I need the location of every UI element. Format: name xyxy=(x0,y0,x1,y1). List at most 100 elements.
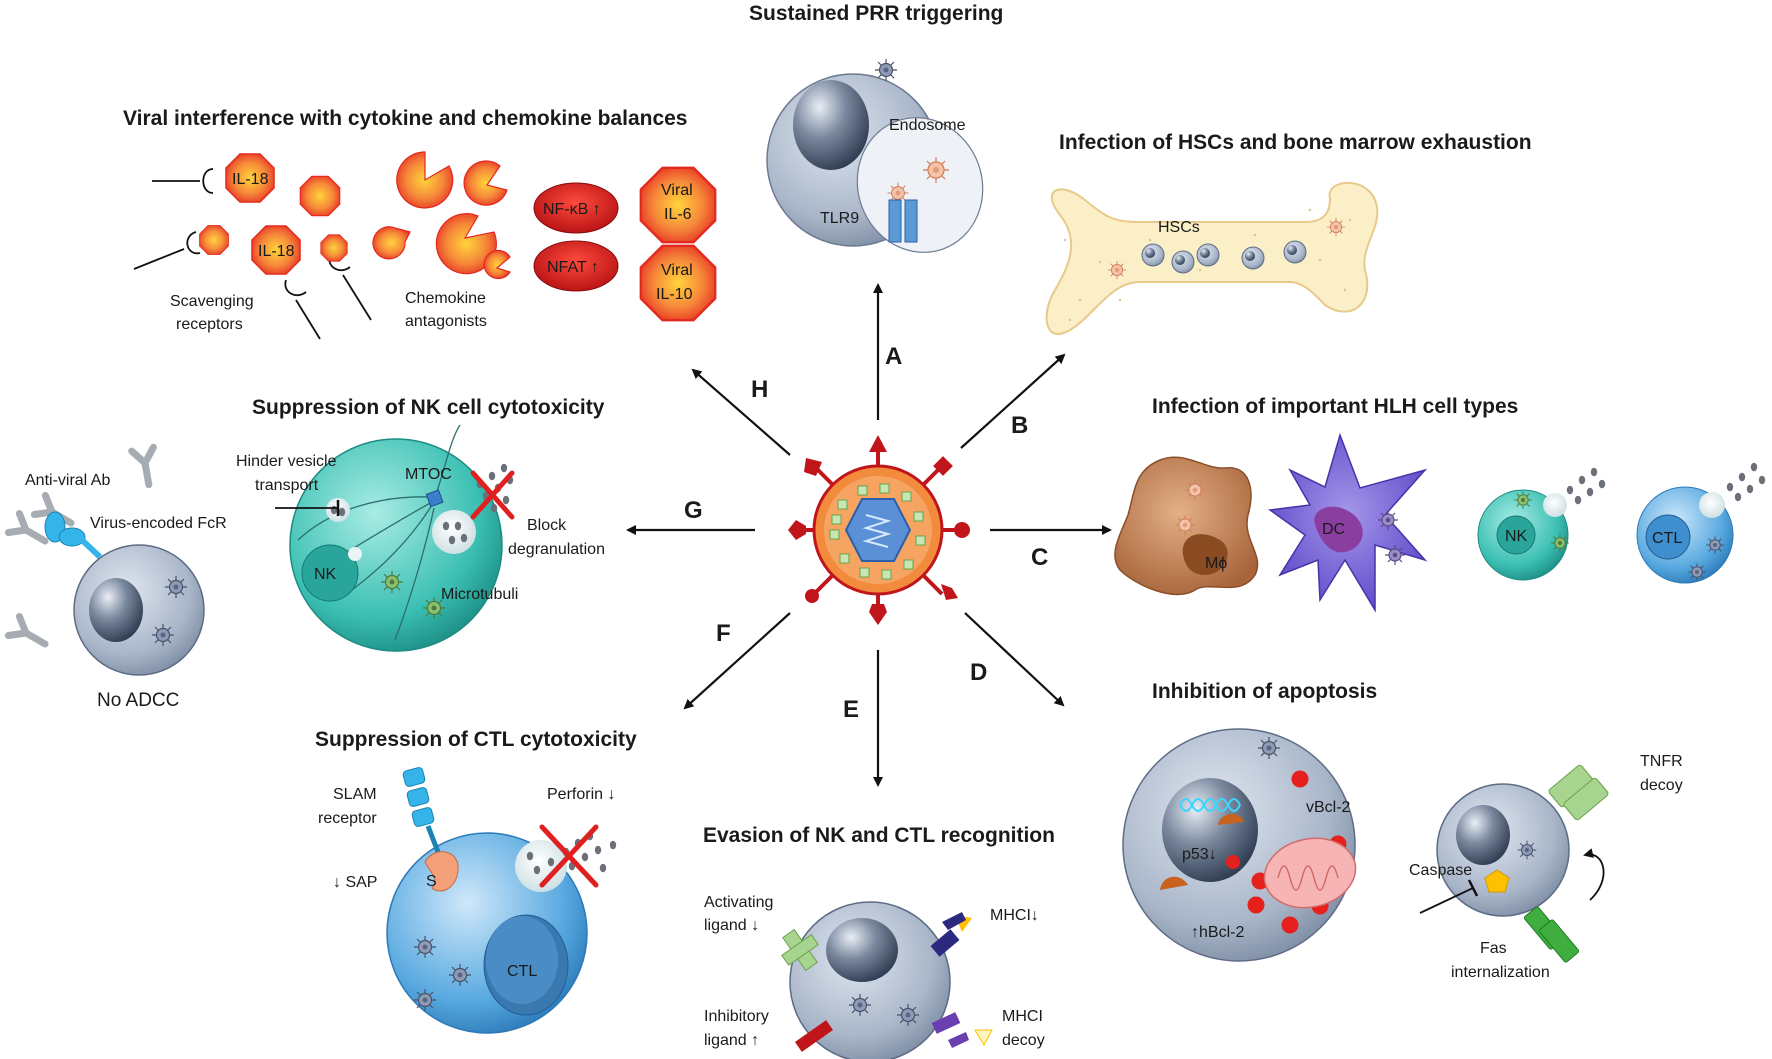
block-label: Block xyxy=(527,517,567,534)
fas-label: Fas xyxy=(1480,940,1507,957)
inhibitory-label: Inhibitory xyxy=(704,1008,769,1025)
sap-icon xyxy=(424,851,459,892)
central-virus xyxy=(626,283,1112,787)
microtubuli-label: Microtubuli xyxy=(441,586,518,603)
panel-f-title: Suppression of CTL cytotoxicity xyxy=(315,728,637,751)
degranulation-label: degranulation xyxy=(508,541,605,558)
s-label: S xyxy=(426,873,437,890)
hscs-label: HSCs xyxy=(1158,219,1200,236)
panel-h: Viral interference with cytokine and che… xyxy=(123,107,717,340)
activating-ligand-icon xyxy=(781,928,819,972)
panel-e-title: Evasion of NK and CTL recognition xyxy=(703,824,1055,847)
panel-c: Infection of important HLH cell types Mϕ… xyxy=(1114,395,1766,613)
panel-a: Sustained PRR triggering Endosome TLR9 xyxy=(749,2,1003,253)
panel-g: Suppression of NK cell cytotoxicity NK xyxy=(8,396,605,711)
viral-il10-label-2: IL-10 xyxy=(656,286,693,303)
hbcl2-label: ↑hBcl-2 xyxy=(1191,924,1244,941)
nfat-label: NFAT ↑ xyxy=(547,259,599,276)
chemokine-label: Chemokine xyxy=(405,290,486,307)
panel-g-title: Suppression of NK cell cytotoxicity xyxy=(252,396,605,419)
mhci-decoy-icon xyxy=(931,1012,993,1048)
letter-g: G xyxy=(684,497,703,524)
arrow-d xyxy=(964,612,1065,707)
activating-label: Activating xyxy=(704,894,773,911)
sap-label: ↓ SAP xyxy=(333,874,377,891)
panel-e: Evasion of NK and CTL recognition Activa… xyxy=(703,824,1055,1059)
il18-a-label: IL-18 xyxy=(232,171,269,188)
viral-il10-label-1: Viral xyxy=(661,262,693,279)
tnfr-label: TNFR xyxy=(1640,753,1683,770)
panel-d-title: Inhibition of apoptosis xyxy=(1152,680,1377,703)
block-x-icon xyxy=(539,824,599,888)
il18-b-label: IL-18 xyxy=(258,243,295,260)
nfat-ellipse xyxy=(533,240,619,292)
ctl-f-label: CTL xyxy=(507,963,537,980)
nk-g-label: NK xyxy=(314,566,337,583)
letter-c: C xyxy=(1031,544,1048,571)
slam-receptor-label: receptor xyxy=(318,810,377,827)
slam-receptor-icon xyxy=(402,767,441,853)
p53-label: p53↓ xyxy=(1182,846,1217,863)
mitochondrion-icon xyxy=(1263,837,1357,909)
caspase-icon xyxy=(1484,869,1510,893)
tnfr-decoy-icon xyxy=(1548,764,1609,821)
no-adcc-label: No ADCC xyxy=(97,690,179,711)
panel-b: Infection of HSCs and bone marrow exhaus… xyxy=(1045,131,1532,335)
nfkb-label: NF-κB ↑ xyxy=(543,201,601,218)
viral-il6-label-2: IL-6 xyxy=(664,206,692,223)
scavenging-receptors-icon xyxy=(133,168,372,340)
block-degranulation-x-icon xyxy=(470,470,515,520)
dc-label: DC xyxy=(1322,521,1345,538)
nfkb-ellipse xyxy=(533,182,619,234)
activating-ligand-label: ligand ↓ xyxy=(704,917,759,934)
perforin-label: Perforin ↓ xyxy=(547,786,615,803)
nk-c-label: NK xyxy=(1505,528,1528,545)
inhibitory-ligand-icon xyxy=(794,1020,834,1052)
scavenging-label: Scavenging xyxy=(170,293,254,310)
letter-a: A xyxy=(885,343,902,370)
mhci-icon xyxy=(930,912,972,957)
hinder-transport-label: transport xyxy=(255,477,319,494)
macrophage-label: Mϕ xyxy=(1205,555,1227,572)
fas-internalization-label: internalization xyxy=(1451,964,1550,981)
arrow-h xyxy=(691,368,791,456)
mhci-decoy-label-1: MHCI xyxy=(1002,1008,1043,1025)
antiviral-ab-label: Anti-viral Ab xyxy=(25,472,110,489)
letter-d: D xyxy=(970,659,987,686)
mhci-down-label: MHCI↓ xyxy=(990,907,1039,924)
panel-f: Suppression of CTL cytotoxicity CTL S SL… xyxy=(315,728,637,1034)
vbcl2-label: vBcl-2 xyxy=(1306,799,1351,816)
receptors-label: receptors xyxy=(176,316,243,333)
panel-c-title: Infection of important HLH cell types xyxy=(1152,395,1518,418)
viral-il6-label-1: Viral xyxy=(661,182,693,199)
endosome-label: Endosome xyxy=(889,117,966,134)
mtoc-label: MTOC xyxy=(405,466,452,483)
panel-d: Inhibition of apoptosis p53↓ vBcl-2 ↑hBc… xyxy=(1122,680,1683,981)
hinder-label: Hinder vesicle xyxy=(236,453,337,470)
hsc-cells xyxy=(1141,240,1307,274)
tlr9-receptor-icon xyxy=(888,199,902,243)
fas-icon xyxy=(1523,906,1580,963)
chemokine-antagonist-icons xyxy=(372,151,511,280)
virus-encoded-fcr-icon xyxy=(34,495,103,560)
panel-a-title: Sustained PRR triggering xyxy=(749,2,1003,25)
letter-b: B xyxy=(1011,412,1028,439)
arrow-b xyxy=(960,353,1066,449)
panel-h-title: Viral interference with cytokine and che… xyxy=(123,107,688,130)
tnfr-decoy-label: decoy xyxy=(1640,777,1683,794)
slam-label: SLAM xyxy=(333,786,377,803)
letter-h: H xyxy=(751,376,768,403)
tlr9-label: TLR9 xyxy=(820,210,859,227)
mhci-decoy-label-2: decoy xyxy=(1002,1032,1045,1049)
fcr-label: Virus-encoded FcR xyxy=(90,515,227,532)
panel-letters: A B C D E F G H xyxy=(684,343,1048,723)
dna-icon xyxy=(1179,798,1241,812)
ctl-c-label: CTL xyxy=(1652,530,1682,547)
antagonists-label: antagonists xyxy=(405,313,487,330)
inhibitory-ligand-label: ligand ↑ xyxy=(704,1032,759,1049)
mtoc-icon xyxy=(425,489,444,508)
letter-e: E xyxy=(843,696,859,723)
letter-f: F xyxy=(716,620,731,647)
caspase-label: Caspase xyxy=(1409,862,1472,879)
